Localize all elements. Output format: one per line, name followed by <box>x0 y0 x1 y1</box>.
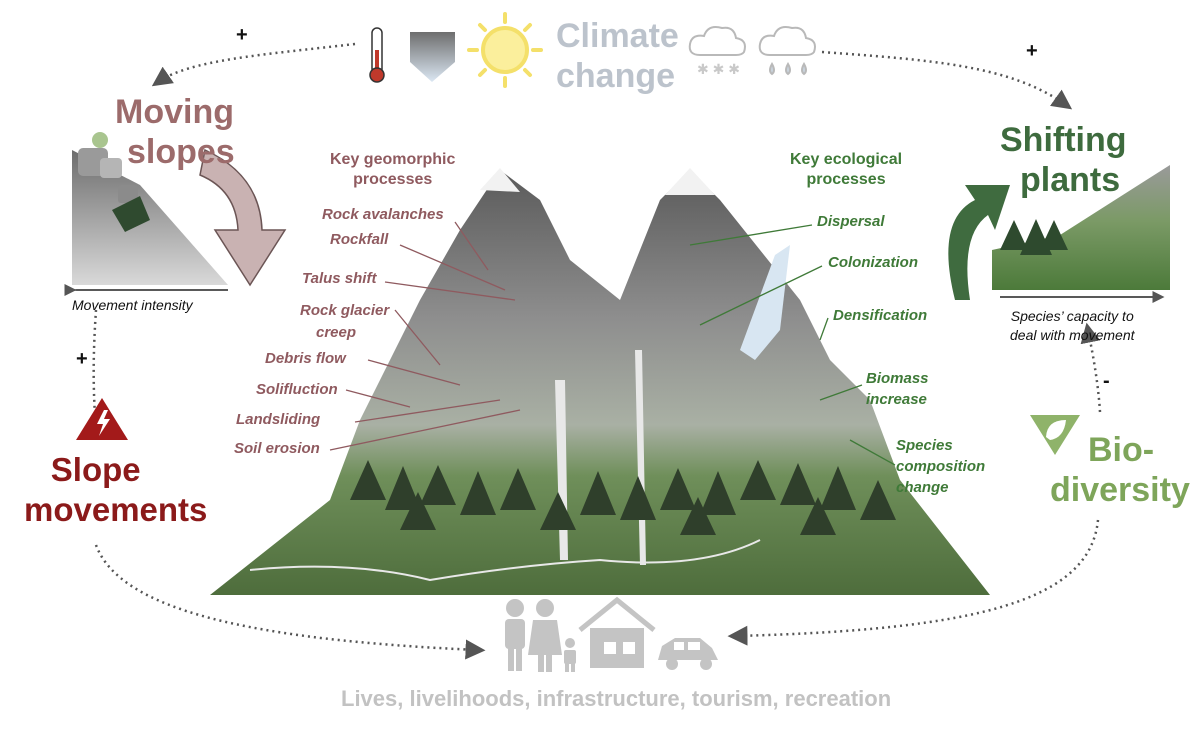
species-capacity-caption: Species’ capacity to deal with movement <box>1010 308 1135 343</box>
process-dispersal: Dispersal <box>817 213 885 230</box>
process-rockfall: Rockfall <box>330 231 389 248</box>
house-icon <box>578 596 656 668</box>
movement-curved-arrow <box>199 148 287 287</box>
snow-cloud-icon: ✱ ✱ ✱ <box>688 26 746 77</box>
process-soil-erosion: Soil erosion <box>234 440 320 457</box>
process-solifluction: Solifluction <box>256 381 338 398</box>
process-rock-avalanches: Rock avalanches <box>322 206 444 223</box>
loop-arrow-climate-to-slopes <box>151 42 356 87</box>
shifting-plants-title: Shifting plants <box>1000 121 1127 199</box>
climate-change-title: Climate change <box>556 17 679 95</box>
rain-cloud-icon <box>758 26 816 76</box>
sign-slopes-movements: + <box>76 348 88 370</box>
hazard-warning-icon <box>76 398 128 440</box>
shifting-plants-inset <box>992 165 1170 303</box>
process-rock-glacier-creep: Rock glacier creep <box>300 302 390 341</box>
shifting-curved-arrow <box>948 185 1010 300</box>
society-caption: Lives, livelihoods, infrastructure, tour… <box>341 686 892 711</box>
ecological-leader-lines <box>689 224 896 466</box>
sign-climate-slopes: + <box>236 24 248 46</box>
process-densification: Densification <box>833 307 928 324</box>
process-landsliding: Landsliding <box>236 411 321 428</box>
svg-text:✱ ✱ ✱: ✱ ✱ ✱ <box>697 61 740 77</box>
thermometer-icon <box>369 27 385 83</box>
process-biomass-increase: Biomass increase <box>866 370 929 408</box>
sun-icon <box>467 12 543 88</box>
people-icon <box>505 599 576 672</box>
sign-biodiversity-plants: - <box>1103 370 1110 392</box>
process-debris-flow: Debris flow <box>265 350 346 367</box>
biodiversity-title: Bio- diversity <box>1050 431 1190 509</box>
glacier-icon <box>410 32 455 82</box>
leaf-icon <box>1030 415 1080 455</box>
process-colonization: Colonization <box>828 254 918 271</box>
process-talus-shift: Talus shift <box>302 270 377 287</box>
loop-arrow-biodiversity-to-society <box>727 519 1100 646</box>
geomorphic-header: Key geomorphic processes <box>330 151 456 188</box>
movement-intensity-caption: Movement intensity <box>72 297 193 313</box>
ecological-header: Key ecological processes <box>790 151 903 188</box>
process-species-composition-change: Species composition change <box>896 437 986 496</box>
sign-climate-plants: + <box>1026 40 1038 62</box>
geomorphic-leader-lines <box>329 221 521 451</box>
moving-slopes-inset <box>64 132 228 296</box>
moving-slopes-title: Moving slopes <box>115 93 235 171</box>
car-icon <box>658 638 718 670</box>
forest-trees <box>350 460 896 535</box>
slope-movements-title: Slope movements <box>24 451 208 528</box>
